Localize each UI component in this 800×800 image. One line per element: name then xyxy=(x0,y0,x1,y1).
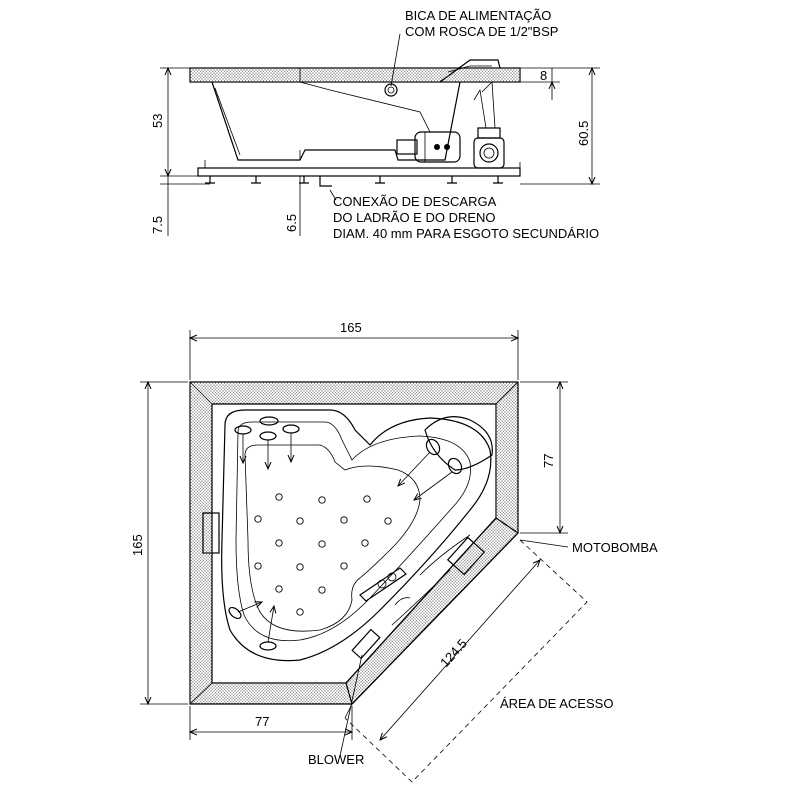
jet-icon xyxy=(447,457,463,475)
air-jet-icon xyxy=(318,496,326,504)
tub-body xyxy=(211,81,461,161)
motor-pump-label: MOTOBOMBA xyxy=(572,540,658,555)
access-area-label: ÁREA DE ACESSO xyxy=(500,696,613,711)
blower-label: BLOWER xyxy=(308,752,364,767)
jet-icon xyxy=(259,431,277,441)
dim-bottom-side: 77 xyxy=(255,714,269,729)
spout-label-line1: BICA DE ALIMENTAÇÃO xyxy=(405,8,551,23)
flow-arrows xyxy=(237,433,453,643)
jet-icon xyxy=(282,424,300,434)
air-jet-icon xyxy=(296,608,304,616)
top-plan-view xyxy=(140,330,588,783)
dim-diagonal-front: 124.5 xyxy=(437,636,470,670)
dim-corner-side: 77 xyxy=(541,454,556,468)
air-jet-icon xyxy=(363,495,371,503)
base-frame xyxy=(197,167,521,177)
spout-label-line2: COM ROSCA DE 1/2"BSP xyxy=(405,24,558,39)
drain-label-line3: DIAM. 40 mm PARA ESGOTO SECUNDÁRIO xyxy=(333,226,599,241)
side-elevation-view xyxy=(160,33,600,236)
dim-rim-thickness: 8 xyxy=(540,68,547,83)
air-jet-icon xyxy=(318,540,326,548)
jet-icon xyxy=(234,425,252,435)
tub-rim xyxy=(189,67,521,83)
air-jet-icon xyxy=(296,517,304,525)
support-feet xyxy=(205,176,503,184)
jet-icon xyxy=(228,606,242,620)
motor-pump-side xyxy=(396,81,505,169)
blower-top xyxy=(351,628,381,660)
air-jet-icon xyxy=(275,493,283,501)
dim-leg-height: 7.5 xyxy=(150,216,165,234)
seat-outline xyxy=(244,444,421,632)
headrest xyxy=(424,416,493,471)
dim-width-top: 165 xyxy=(340,320,362,335)
air-jet-icon xyxy=(340,516,348,524)
dim-total-height: 60.5 xyxy=(576,121,591,146)
side-panel xyxy=(202,512,220,554)
dim-height-left: 165 xyxy=(130,534,145,556)
air-jet-icon xyxy=(361,539,369,547)
drain-label-line1: CONEXÃO DE DESCARGA xyxy=(333,194,497,209)
jet-icon xyxy=(259,416,279,426)
air-jet-icon xyxy=(340,562,348,570)
air-jets xyxy=(254,493,392,616)
air-jet-icon xyxy=(296,563,304,571)
air-jet-icon xyxy=(254,562,262,570)
air-jet-icon xyxy=(384,517,392,525)
dim-drain-height: 6.5 xyxy=(284,214,299,232)
jet-icon xyxy=(425,438,441,456)
air-jet-icon xyxy=(254,515,262,523)
dim-tub-depth: 53 xyxy=(150,114,165,128)
air-jet-icon xyxy=(275,585,283,593)
drain-connection xyxy=(319,176,332,187)
drain-label-line2: DO LADRÃO E DO DRENO xyxy=(333,210,496,225)
air-jet-icon xyxy=(318,586,326,594)
jet-icon xyxy=(259,641,277,651)
basin-outline xyxy=(221,409,492,662)
tub-deck xyxy=(189,381,519,705)
air-jet-icon xyxy=(275,539,283,547)
